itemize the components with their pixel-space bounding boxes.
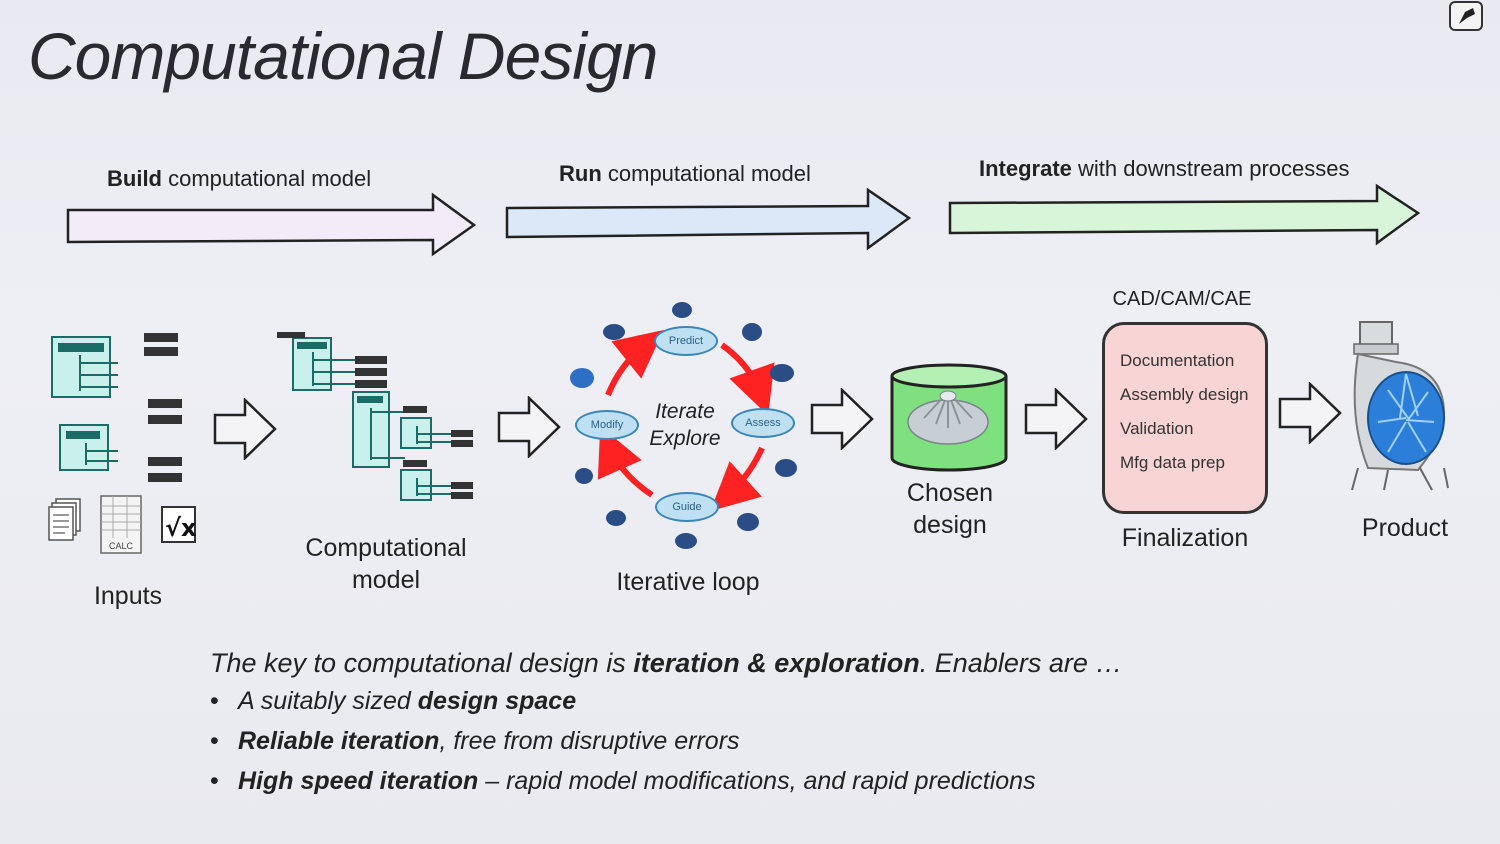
enablers-section: The key to computational design is itera…	[210, 648, 1122, 807]
impeller-icon	[907, 390, 989, 445]
iterative-loop-graphic	[570, 302, 797, 549]
cad-item: Documentation	[1120, 351, 1235, 370]
impeller-thumbnails	[570, 302, 797, 549]
stage-arrows	[66, 183, 1421, 257]
presenter-logo-icon	[1449, 1, 1483, 31]
input-block-bottom	[59, 399, 182, 482]
loop-center-label: Iterate Explore	[649, 400, 721, 450]
inputs-graphic	[51, 333, 182, 482]
run-arrow	[505, 187, 912, 251]
stage-label-run: Run computational model	[559, 161, 811, 186]
enabler-bullet: •High speed iteration – rapid model modi…	[210, 767, 1036, 795]
loop-arrow	[720, 342, 775, 416]
product-caption: Product	[1361, 514, 1449, 542]
loop-node-guide: Guide	[655, 492, 719, 522]
stage-label-integrate: Integrate with downstream processes	[979, 156, 1350, 181]
enabler-bullet: •Reliable iteration, free from disruptiv…	[210, 727, 740, 755]
loop-arrow	[710, 446, 765, 512]
flow-arrow	[497, 396, 561, 458]
enabler-bullet: •A suitably sized design space	[210, 687, 577, 715]
enablers-intro: The key to computational design is itera…	[210, 648, 1123, 678]
page-title: Computational Design	[28, 19, 658, 93]
cad-item: Mfg data prep	[1120, 453, 1225, 472]
document-icon	[48, 498, 81, 541]
cad-header: CAD/CAM/CAE	[1112, 288, 1252, 310]
inputs-caption: Inputs	[93, 582, 163, 610]
input-block-top	[51, 333, 178, 398]
product-turbo-icon	[1351, 321, 1449, 491]
calc-label: CALC	[108, 541, 133, 551]
flow-arrow	[1024, 388, 1088, 450]
spreadsheet-icon	[100, 495, 142, 554]
loop-caption: Iterative loop	[616, 568, 760, 596]
loop-node-predict: Predict	[654, 326, 718, 356]
stage-label-build: Build computational model	[107, 166, 372, 191]
chosen-design-cylinder	[890, 363, 1008, 472]
loop-arrow	[597, 426, 654, 498]
loop-node-assess: Assess	[731, 408, 795, 438]
flow-arrow	[1278, 382, 1342, 444]
finalization-box: Documentation Assembly design Validation…	[1102, 322, 1268, 514]
computational-model-graphic	[277, 332, 473, 501]
loop-arrow	[605, 330, 664, 397]
finalization-caption: Finalization	[1121, 524, 1249, 552]
svg-text:√x: √x	[165, 514, 197, 542]
loop-node-modify: Modify	[575, 410, 639, 440]
model-caption: Computational model	[305, 534, 467, 594]
chosen-design-caption: Chosen design	[906, 479, 994, 539]
integrate-arrow	[948, 183, 1421, 246]
cad-item: Assembly design	[1120, 385, 1249, 404]
build-arrow	[66, 192, 477, 257]
flow-arrow	[213, 398, 277, 460]
flow-arrow	[810, 388, 874, 450]
cad-item: Validation	[1120, 419, 1194, 438]
formula-icon: √x	[161, 506, 197, 543]
